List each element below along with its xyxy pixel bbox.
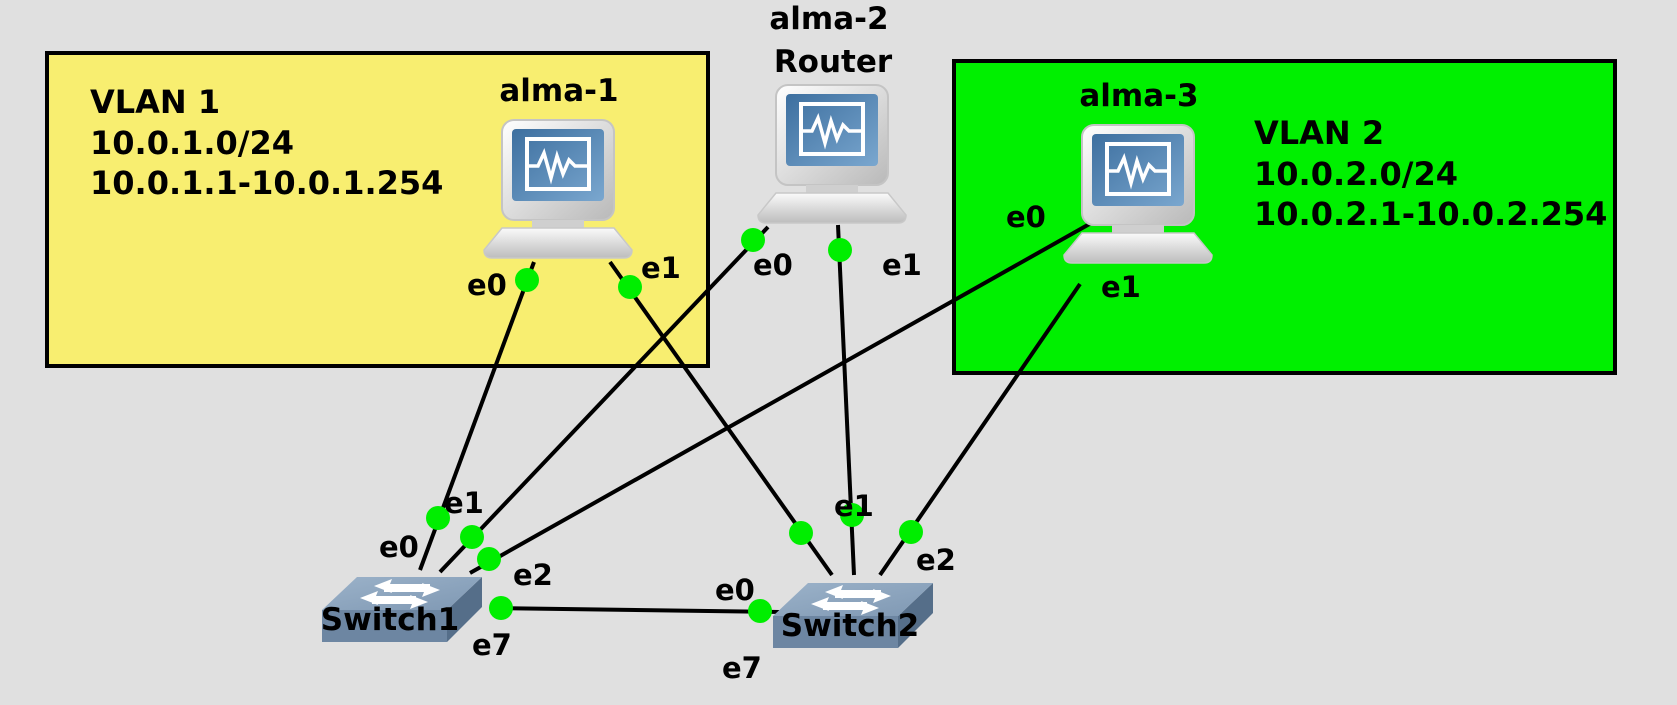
vlan2-range: 10.0.2.1-10.0.2.254 <box>1254 195 1607 233</box>
port-label-switch1-e1: e1 <box>444 486 484 520</box>
port-dot-switch1-e0[interactable] <box>460 525 484 549</box>
computer-icon <box>482 118 634 260</box>
port-dot-alma2-e0[interactable] <box>741 228 765 252</box>
node-alma2-label: alma-2 <box>769 1 888 37</box>
node-alma2[interactable]: alma-2 Router <box>756 1 908 225</box>
vlan2-subnet: 10.0.2.0/24 <box>1254 155 1458 193</box>
port-dot-switch1-e7[interactable] <box>489 596 513 620</box>
node-switch1-label: Switch1 <box>321 602 459 638</box>
port-dot-switch1-e2[interactable] <box>477 547 501 571</box>
port-dot-switch2-e7[interactable] <box>748 599 772 623</box>
node-alma1-label: alma-1 <box>499 73 618 109</box>
port-label-switch2-e0: e0 <box>715 573 755 607</box>
node-alma1[interactable]: alma-1 <box>482 73 634 260</box>
computer-icon <box>756 83 908 225</box>
port-label-alma2-e0: e0 <box>753 248 793 282</box>
computer-icon <box>1062 123 1214 265</box>
port-dot-switch2-e2[interactable] <box>899 520 923 544</box>
port-label-alma3-e1: e1 <box>1101 270 1141 304</box>
link-switch1-e7-switch2-e7[interactable] <box>489 606 781 614</box>
port-dot-alma1-e1[interactable] <box>618 275 642 299</box>
port-dot-switch2-e1[interactable] <box>840 503 864 527</box>
link-alma2-e0-switch1-e0[interactable] <box>438 225 770 574</box>
port-label-switch1-e0: e0 <box>379 530 419 564</box>
port-dot-switch2-e0[interactable] <box>789 521 813 545</box>
vlan2-box <box>952 59 1617 375</box>
vlan1-title: VLAN 1 <box>90 83 220 121</box>
port-label-switch1-e2: e2 <box>513 558 553 592</box>
vlan1-note: VLAN 1 10.0.1.0/24 10.0.1.1-10.0.1.254 <box>90 83 443 202</box>
port-dot-switch1-e1[interactable] <box>426 506 450 530</box>
vlan2-title: VLAN 2 <box>1254 114 1384 152</box>
port-dot-alma1-e0[interactable] <box>515 268 539 292</box>
node-switch2-label: Switch2 <box>781 608 919 644</box>
port-label-switch2-e2: e2 <box>916 543 956 577</box>
port-dot-alma2-e1[interactable] <box>828 238 852 262</box>
node-alma2-role: Router <box>774 44 893 80</box>
port-label-switch1-e7: e7 <box>472 628 512 662</box>
port-label-alma1-e0: e0 <box>467 268 507 302</box>
vlan2-note: VLAN 2 10.0.2.0/24 10.0.2.1-10.0.2.254 <box>1254 114 1607 233</box>
node-alma3-label: alma-3 <box>1079 78 1198 114</box>
vlan1-range: 10.0.1.1-10.0.1.254 <box>90 164 443 202</box>
port-label-alma2-e1: e1 <box>882 248 922 282</box>
port-label-alma1-e1: e1 <box>641 251 681 285</box>
port-label-alma3-e0: e0 <box>1006 200 1046 234</box>
node-switch1[interactable]: Switch1 <box>321 577 482 642</box>
node-switch2[interactable]: Switch2 <box>773 583 933 648</box>
vlan1-subnet: 10.0.1.0/24 <box>90 124 294 162</box>
node-alma3[interactable]: alma-3 <box>1062 78 1214 265</box>
link-alma3-e0-switch1-e2[interactable] <box>469 220 1094 575</box>
port-label-switch2-e1: e1 <box>834 489 874 523</box>
port-label-switch2-e7: e7 <box>722 651 762 685</box>
